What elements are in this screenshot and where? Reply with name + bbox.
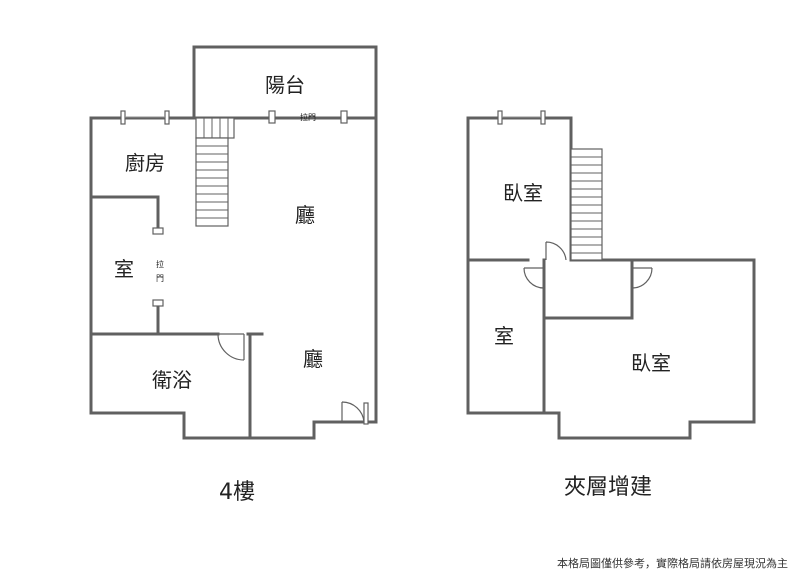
bath-door-swing bbox=[217, 333, 245, 361]
entrance-door-frame bbox=[363, 402, 369, 425]
room-sliding-door-bottom bbox=[152, 299, 164, 307]
staircase-4f bbox=[195, 117, 235, 227]
window-top-left bbox=[120, 110, 170, 125]
balcony-label: 陽台 bbox=[265, 73, 305, 97]
floor-4-outer-wall bbox=[89, 116, 378, 440]
upper-bedroom-door-swing bbox=[545, 241, 567, 261]
living-room-lower-label: 廳 bbox=[303, 347, 323, 371]
lower-bedroom-door-swing bbox=[631, 267, 653, 289]
room-sliding-door-label-2: 門 bbox=[156, 274, 164, 283]
room-door-swing bbox=[523, 267, 545, 289]
room-label: 室 bbox=[114, 257, 134, 281]
sliding-door-post-right bbox=[340, 110, 348, 124]
mezzanine-caption: 夾層增建 bbox=[564, 475, 652, 500]
living-room-upper-label: 廳 bbox=[295, 203, 315, 227]
kitchen-label: 廚房 bbox=[125, 151, 165, 175]
upper-bedroom-label: 臥室 bbox=[503, 181, 543, 205]
room-sliding-door-top bbox=[152, 227, 164, 235]
mezzanine-plan: 臥室 室 臥室 夾層增建 bbox=[466, 110, 756, 500]
balcony-walls bbox=[192, 45, 378, 120]
floor-4-caption: 4樓 bbox=[219, 480, 255, 505]
balcony-sliding-door-label: 拉門 bbox=[300, 112, 316, 122]
mezzanine-room-label: 室 bbox=[494, 324, 514, 348]
floor-4-plan: 陽台 拉門 廚房 室 拉 門 衛浴 廳 廳 4樓 bbox=[89, 45, 378, 505]
entrance-door-swing bbox=[341, 401, 365, 423]
bath-label: 衛浴 bbox=[152, 368, 192, 392]
mezzanine-outer-wall bbox=[466, 116, 756, 440]
mezzanine-window bbox=[497, 110, 546, 125]
sliding-door-post-left bbox=[268, 110, 276, 124]
room-sliding-door-label-1: 拉 bbox=[156, 259, 164, 269]
disclaimer-note: 本格局圖僅供參考，實際格局請依房屋現況為主 bbox=[557, 556, 788, 570]
lower-bedroom-label: 臥室 bbox=[631, 351, 671, 375]
staircase-mezzanine bbox=[570, 148, 603, 261]
